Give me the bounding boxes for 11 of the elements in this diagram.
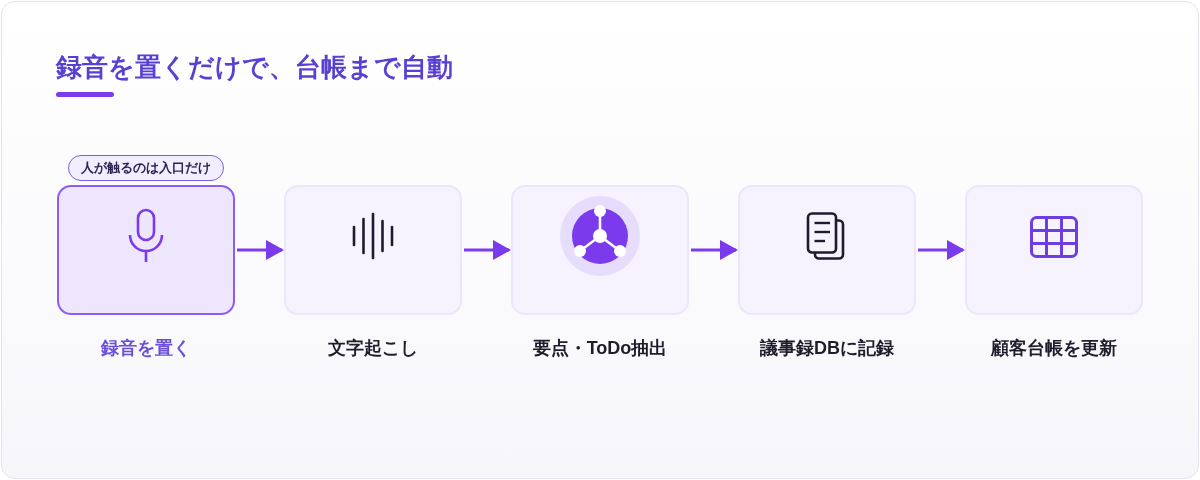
arrow xyxy=(691,240,738,260)
arrow xyxy=(237,240,284,260)
step-label: 録音を置く xyxy=(101,337,191,360)
step-label: 文字起こし xyxy=(328,337,418,360)
step-label: 顧客台帳を更新 xyxy=(991,337,1117,360)
note-badge: 人が触るのは入口だけ xyxy=(68,155,224,181)
step-label: 要点・ToDo抽出 xyxy=(532,337,668,360)
step-label: 議事録DBに記録 xyxy=(760,337,894,360)
title: 録音を置くだけで、台帳まで自動 xyxy=(56,51,453,84)
arrow xyxy=(464,240,511,260)
arrow xyxy=(918,240,965,260)
